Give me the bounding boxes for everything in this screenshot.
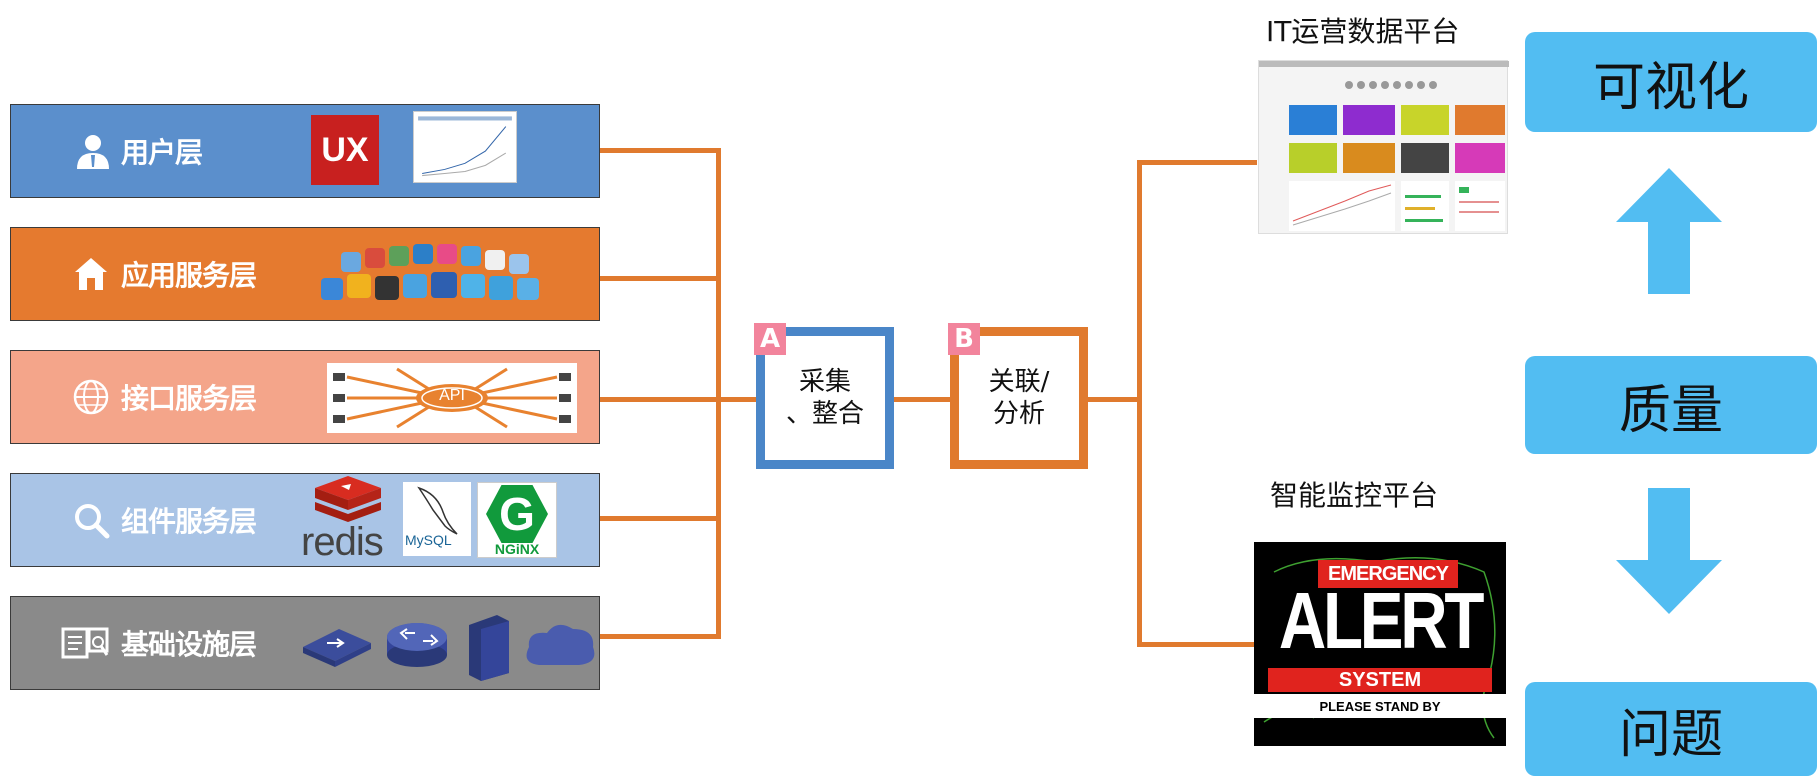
- line-chart-thumbnail: [413, 111, 517, 183]
- globe-icon: [73, 379, 109, 415]
- connector-right-trunk: [1137, 160, 1142, 646]
- layer-label: 应用服务层: [121, 259, 257, 292]
- user-icon: [77, 135, 109, 169]
- visualization-label: 可视化: [1525, 32, 1817, 132]
- arrow-down-icon: [1616, 488, 1722, 614]
- alert-note-text: PLEASE STAND BY: [1319, 698, 1441, 714]
- nginx-letter: G: [499, 488, 535, 540]
- network-devices: [303, 615, 595, 681]
- quality-label: 质量: [1525, 356, 1817, 454]
- layer-label: 基础设施层: [121, 628, 257, 661]
- redis-logo: redis: [293, 474, 403, 566]
- ux-logo-text: UX: [321, 130, 369, 169]
- alert-top-banner: EMERGENCY: [1318, 560, 1458, 588]
- connector-infra: [600, 634, 718, 639]
- search-icon: [75, 504, 110, 539]
- home-icon: [75, 258, 107, 290]
- monitor-search-icon: [61, 627, 109, 659]
- dashboard-thumbnail: [1258, 60, 1509, 234]
- process-collect-text: 采集 、整合: [786, 366, 864, 430]
- layer-label: 接口服务层: [121, 382, 257, 415]
- ux-logo: UX: [311, 115, 379, 185]
- alert-main-text: ALERT: [1278, 576, 1485, 665]
- process-analyze-text: 关联/ 分析: [989, 366, 1050, 430]
- connector-component: [600, 516, 718, 521]
- connector-interface: [600, 397, 718, 402]
- nginx-text: NGiNX: [494, 541, 540, 557]
- tag-a: A: [754, 323, 786, 355]
- alert-bottom-text: SYSTEM: [1338, 668, 1422, 691]
- emergency-alert-screen: EMERGENCY ALERT SYSTEM PLEASE STAND BY: [1254, 542, 1506, 746]
- nginx-hexagon: G: [486, 485, 548, 543]
- connector-to-it: [1137, 160, 1257, 165]
- layer-component-service: 组件服务层 redis MySQL G NGiNX: [10, 473, 600, 567]
- alert-bottom-banner: SYSTEM: [1268, 668, 1492, 692]
- process-analyze-line1: 关联/: [988, 367, 1050, 397]
- process-collect-line1: 采集: [798, 367, 851, 397]
- tag-b: B: [948, 323, 980, 355]
- process-collect-line2: 、整合: [785, 399, 864, 429]
- connector-user: [600, 148, 718, 153]
- layer-infrastructure: 基础设施层: [10, 596, 600, 690]
- mysql-text: MySQL: [405, 532, 452, 548]
- monitor-platform-title: 智能监控平台: [1270, 479, 1439, 512]
- layer-app-service: 应用服务层: [10, 227, 600, 321]
- layer-user: 用户层 UX: [10, 104, 600, 198]
- arrow-up-icon: [1616, 168, 1722, 294]
- alert-note-bar: PLEASE STAND BY: [1254, 694, 1506, 718]
- layer-label: 组件服务层: [121, 505, 257, 538]
- alert-top-text: EMERGENCY: [1328, 562, 1449, 585]
- process-collect-box: 采集 、整合: [756, 327, 894, 469]
- app-icons-cloud: [321, 244, 539, 300]
- dolphin-icon: [417, 486, 458, 535]
- layer-label: 用户层: [121, 136, 203, 169]
- mysql-logo: MySQL: [403, 482, 471, 556]
- api-diagram: API: [327, 363, 577, 433]
- redis-text: redis: [301, 520, 384, 564]
- it-platform-title: IT运营数据平台: [1266, 15, 1460, 48]
- api-label: API: [439, 387, 465, 404]
- connector-app: [600, 276, 718, 281]
- connector-to-monitor: [1137, 642, 1257, 647]
- issue-label: 问题: [1525, 682, 1817, 776]
- connector-a-to-b: [894, 397, 950, 402]
- connector-trunk: [716, 148, 721, 639]
- nginx-logo: G NGiNX: [477, 482, 557, 558]
- redis-cube-icon: [315, 476, 381, 522]
- process-analyze-line2: 分析: [992, 399, 1045, 429]
- connector-to-a: [718, 397, 756, 402]
- layer-interface-service: 接口服务层 API: [10, 350, 600, 444]
- connector-b-out: [1088, 397, 1140, 402]
